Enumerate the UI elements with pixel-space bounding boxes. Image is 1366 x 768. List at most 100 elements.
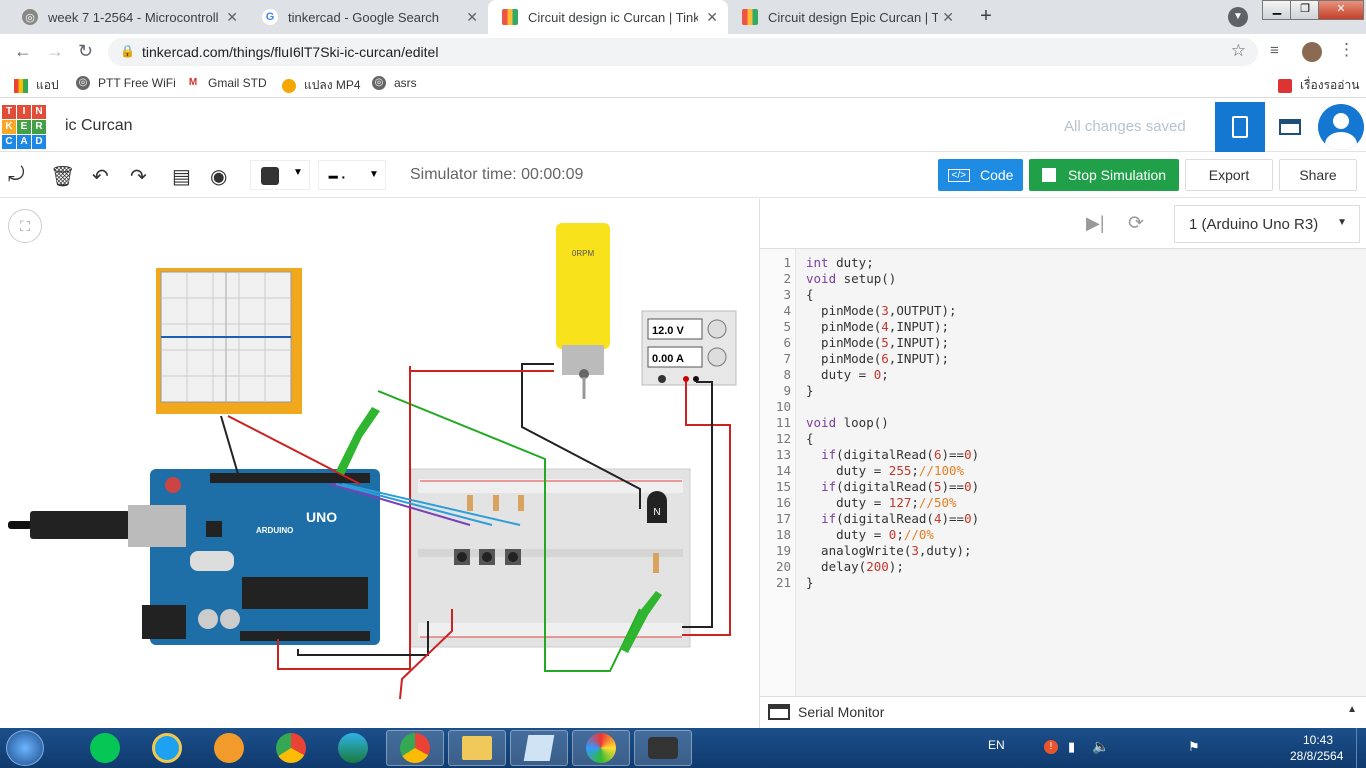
circuit-drawing: 0RPM 12.0 V 0.00 A [8,223,737,700]
language-indicator[interactable]: EN [988,738,1005,752]
npn-transistor[interactable]: N [647,491,667,523]
globe-icon: ◎ [372,76,386,90]
circuit-view-button[interactable] [1215,102,1265,152]
close-icon[interactable]: ✕ [466,9,478,25]
probes[interactable] [336,407,662,653]
tab-week7[interactable]: ◎ week 7 1-2564 - Microcontroller ✕ [8,0,248,34]
push-buttons[interactable] [454,549,521,565]
url-text[interactable]: tinkercad.com/things/fluI6lT7Ski-ic-curc… [142,44,439,60]
bookmark-mp4[interactable]: แปลง MP4 [282,76,361,95]
star-icon[interactable]: ☆ [1230,41,1246,60]
taskbar-app[interactable] [200,730,258,766]
bookmark-ptt[interactable]: ◎PTT Free WiFi [76,76,176,90]
clock-date[interactable]: 28/8/2564 [1290,749,1344,763]
power-supply[interactable]: 12.0 V 0.00 A [641,310,737,386]
user-avatar[interactable] [1318,104,1364,150]
taskbar-explorer[interactable] [448,730,506,766]
arduino-uno[interactable]: UNO ARDUINO [142,469,380,645]
minimize-button[interactable]: ▁ [1262,0,1292,20]
oscilloscope[interactable] [156,268,302,414]
bookmark-apps[interactable]: แอป [14,76,59,95]
action-center-icon[interactable]: ⚑ [1188,739,1200,754]
alert-icon[interactable]: ! [1044,740,1058,754]
reading-list[interactable]: เรื่องรออ่าน [1278,76,1359,95]
taskbar-paint[interactable] [572,730,630,766]
edge-icon [338,733,368,763]
omnibox[interactable]: 🔒 tinkercad.com/things/fluI6lT7Ski-ic-cu… [108,38,1258,66]
volume-icon[interactable]: 🔈 [1092,738,1110,754]
taskbar-chrome[interactable] [262,730,320,766]
taskbar-camera[interactable] [634,730,692,766]
voltage-readout: 12.0 V [652,325,684,337]
reading-list-icon [1278,78,1292,93]
motor-rpm: 0RPM [572,249,595,258]
reading-list-icon[interactable]: ≡ [1270,42,1279,59]
tinkercad-logo[interactable]: T I N K E R C A D [2,105,46,149]
tab-google-search[interactable]: G tinkercad - Google Search ✕ [248,0,488,34]
project-name[interactable]: ic Curcan [65,117,133,134]
close-window-button[interactable]: ✕ [1318,0,1364,20]
tab-epic-curcan[interactable]: Circuit design Epic Curcan | Tinkercad ✕ [728,0,964,34]
circuit-canvas[interactable]: ⛶ 0RPM 12.0 V 0.00 A [0,199,758,728]
redo-icon[interactable]: ↷ [130,166,147,188]
bookmark-asrs[interactable]: ◎asrs [372,76,417,90]
resistors[interactable] [467,495,659,573]
taskbar-notepad[interactable] [510,730,568,766]
stop-simulation-button[interactable]: Stop Simulation [1029,159,1179,191]
circuit-icon [1232,116,1248,138]
tinkercad-icon [742,9,758,25]
code-button[interactable]: </>Code [938,159,1023,191]
reload-icon[interactable]: ↻ [78,41,94,61]
save-status: All changes saved [1064,118,1186,135]
code-text[interactable]: int duty; void setup() { pinMode(3,OUTPU… [806,255,980,590]
show-desktop-button[interactable] [1356,728,1366,768]
undo-icon[interactable]: ↶ [92,166,109,188]
step-icon[interactable]: ▶| [1086,213,1105,233]
device-select[interactable]: 1 (Arduino Uno R3) ▼ [1174,205,1360,243]
menu-icon[interactable]: ⋮ [1338,40,1355,59]
google-icon: G [262,9,278,25]
apps-grid-icon [14,78,28,93]
start-button[interactable] [6,730,44,766]
fit-view-icon[interactable]: ⛶ [8,209,42,243]
taskbar-ie[interactable] [138,730,196,766]
lock-icon: 🔒 [120,44,135,58]
debug-icon[interactable]: ⟳ [1128,213,1144,234]
tab-search-icon[interactable]: ▼ [1228,7,1248,27]
taskbar-chrome-open[interactable] [386,730,444,766]
address-bar: ← → ↻ 🔒 tinkercad.com/things/fluI6lT7Ski… [0,34,1366,70]
back-icon[interactable]: ← [14,41,32,61]
globe-icon: ◎ [76,76,90,90]
forward-icon[interactable]: → [46,41,64,61]
usb-cable [8,505,186,547]
rotate-icon[interactable]: ⤾ [8,164,25,186]
chevron-up-icon[interactable]: ▲ [1347,704,1357,715]
tab-ic-curcan[interactable]: Circuit design ic Curcan | Tinkercad ✕ [488,0,728,34]
maximize-button[interactable]: ❐ [1290,0,1320,20]
line-style-picker[interactable]: ━ · ▼ [318,160,386,190]
close-icon[interactable]: ✕ [942,9,954,25]
taskbar-line[interactable] [76,730,134,766]
close-icon[interactable]: ✕ [226,9,238,25]
color-picker[interactable]: ▼ [250,160,310,190]
color-swatch [261,167,279,185]
component-list-button[interactable] [1265,102,1315,152]
notes-icon[interactable]: ▤ [172,166,191,188]
visibility-icon[interactable]: ◉ [210,166,228,188]
line-style-icon: ━ · [329,169,346,185]
device-icon[interactable]: ▮ [1068,739,1076,754]
export-button[interactable]: Export [1185,159,1273,191]
close-icon[interactable]: ✕ [706,9,718,25]
taskbar-edge[interactable] [324,730,382,766]
new-tab-button[interactable]: + [980,5,992,27]
profile-avatar[interactable] [1302,42,1322,62]
clock-time[interactable]: 10:43 [1303,733,1334,747]
dc-motor[interactable]: 0RPM [556,223,610,399]
serial-monitor-bar[interactable]: Serial Monitor ▲ [760,696,1366,728]
chevron-down-icon: ▼ [369,169,379,180]
share-button[interactable]: Share [1279,159,1357,191]
delete-icon[interactable]: 🗑 [50,166,76,188]
